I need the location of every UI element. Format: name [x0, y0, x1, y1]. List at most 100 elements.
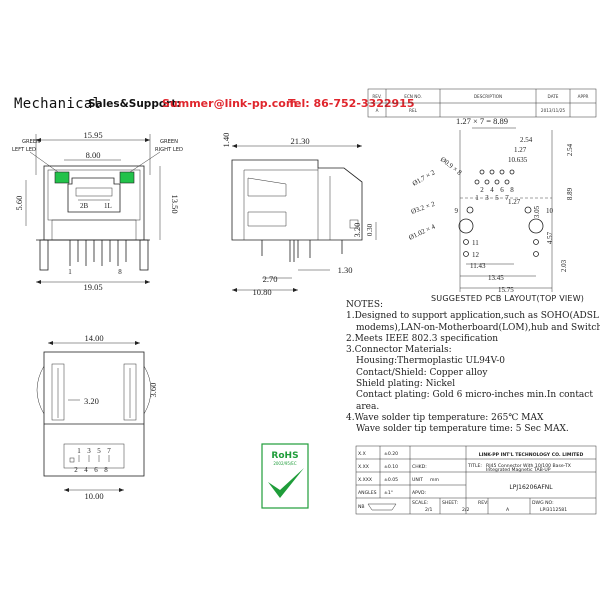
sheet-value: 2/2 [462, 507, 469, 513]
tol3-label: X.XXX [358, 477, 372, 483]
note-3: 3.Connector Materials: [346, 345, 452, 356]
front-dim-height-right: 13.50 [170, 194, 180, 213]
bottom-dim-width: 14.00 [84, 333, 103, 343]
side-dim-top: 1.40 [221, 133, 231, 148]
pcb-pin-12: 12 [472, 251, 480, 259]
pcb-pin-3: 3 [485, 194, 489, 202]
header-email[interactable]: Summer@link-pp.com [162, 97, 298, 110]
header-sales-label: Sales&Support: [88, 98, 181, 110]
title-block: X.X ±0.20 X.XX ±0.10 X.XXX ±0.05 ANGLES … [355, 445, 597, 515]
rev-col-ecn: ECN NO. [404, 94, 422, 99]
rev-col-rev: REV. [372, 94, 381, 99]
pcb-pin-6: 6 [500, 186, 504, 194]
tol3-value: ±0.05 [384, 477, 398, 483]
bottom-dim-3-20: 3.20 [84, 396, 99, 406]
note-3-shield: Shield plating: Nickel [356, 379, 456, 390]
pcb-hole-3-2: Ø3.2 × 2 [410, 200, 436, 216]
revision-table: REV. ECN NO. DESCRIPTION DATE APPR A REL… [367, 88, 597, 118]
left-led-label-2: LEFT LED [12, 147, 36, 153]
dwg-value: LPI3112581 [540, 507, 567, 513]
pcb-pin-4: 4 [490, 186, 494, 194]
side-dim-10-80: 10.80 [252, 287, 271, 297]
bottom-dim-3-60: 3.60 [148, 383, 158, 398]
pcb-pin-1: 1 [475, 194, 479, 202]
bottom-pin-2: 2 [74, 466, 78, 474]
pcb-dim-1-27a: 1.27 [514, 146, 527, 154]
side-dim-length: 21.30 [290, 136, 309, 146]
rev-col-appr: APPR [578, 94, 589, 99]
front-dim-height-left: 5.60 [14, 196, 24, 211]
pcb-dim-pitch: 1.27 × 7 = 8.89 [456, 116, 508, 126]
pcb-dim-2-54a: 2.54 [520, 136, 533, 144]
rev-col-desc: DESCRIPTION [474, 94, 502, 99]
rohs-sub: 2002/95/EC [273, 461, 296, 466]
pcb-mount-hole-left [458, 218, 474, 234]
header-phone: Tel: 86-752-3322915 [288, 97, 415, 110]
front-pin-label-1l: 1L [104, 202, 112, 210]
bottom-pin-1: 1 [77, 447, 81, 455]
scale-value: 2/1 [425, 507, 432, 513]
bottom-pin-7: 7 [107, 447, 111, 455]
pcb-dim-10-635: 10.635 [508, 156, 528, 164]
pcb-caption: SUGGESTED PCB LAYOUT(TOP VIEW) [431, 294, 584, 303]
unit-label: UNIT [412, 477, 423, 483]
signature: NB [358, 504, 365, 510]
bottom-pin-4: 4 [84, 466, 88, 474]
rohs-logo: RoHS 2002/95/EC [261, 443, 309, 509]
pcb-dim-13-45: 13.45 [488, 274, 504, 282]
bottom-dim-10-00: 10.00 [84, 491, 103, 501]
title-label: TITLE: [467, 463, 482, 469]
notes-block: NOTES: 1.Designed to support application… [346, 300, 600, 436]
left-led-label-1: GREEN [22, 139, 40, 145]
note-3-housing: Housing:Thermoplastic UL94V-0 [356, 356, 506, 367]
bottom-pin-6: 6 [94, 466, 98, 474]
note-2: 2.Meets IEEE 802.3 specification [346, 333, 499, 344]
tol1-value: ±0.20 [384, 451, 398, 457]
projection-symbol-icon [367, 503, 397, 511]
pcb-pin-2: 2 [480, 186, 484, 194]
rev-val-ecn: REL [409, 108, 418, 113]
front-pin-1: 1 [68, 268, 72, 276]
front-dim-led-spacing: 8.00 [86, 150, 101, 160]
company-name: LINK-PP INT'L TECHNOLOGY CO. LIMITED [479, 452, 584, 458]
pcb-dim-2-54b: 2.54 [566, 143, 574, 156]
note-4: 4.Wave solder tip temperature: 265℃ MAX [346, 412, 544, 423]
side-dim-small: 0.30 [366, 223, 374, 236]
angles-value: ±1° [384, 490, 393, 496]
right-led-window [119, 171, 135, 184]
note-3-contact: Contact/Shield: Copper alloy [356, 367, 488, 378]
unit-value: mm [430, 478, 439, 483]
pcb-dim-8-89: 8.89 [566, 187, 574, 200]
pcb-dim-11-43: 11.43 [470, 262, 486, 270]
pcb-dim-1-27b: 1.27 [508, 198, 521, 206]
note-3-plating: Contact plating: Gold 6 micro-inches min… [356, 390, 593, 401]
pcb-hole-1-7: Ø1.7 × 2 [411, 168, 437, 188]
rev-label: REV: [478, 500, 489, 506]
side-dim-1-30: 1.30 [338, 265, 353, 275]
pcb-led-hole-9 [466, 206, 474, 214]
rohs-label: RoHS [271, 451, 298, 461]
pcb-led-hole-10 [524, 206, 532, 214]
notes-title: NOTES: [346, 300, 384, 310]
chkd-label: CHKD: [412, 464, 427, 470]
pcb-hole-row-top [474, 169, 515, 185]
pcb-dim-4-57: 4.57 [546, 231, 554, 244]
pcb-dim-3-05: 3.05 [533, 205, 541, 218]
pcb-pin-11: 11 [472, 239, 479, 247]
front-pin-8: 8 [118, 268, 122, 276]
title-line-2: Integrated Magnetic TAB-UP [486, 467, 551, 473]
front-pin-label-2b: 2B [80, 202, 89, 210]
right-led-label-1: GREEN [160, 139, 178, 145]
tol2-value: ±0.10 [384, 464, 398, 470]
left-led-window [54, 171, 70, 184]
note-4-time: Wave solder tip temperature time: 5 Sec … [356, 424, 569, 435]
tol1-label: X.X [358, 451, 366, 457]
bottom-pin-5: 5 [97, 447, 101, 455]
rev-col-date: DATE [548, 94, 559, 99]
pcb-pin-5: 5 [495, 194, 499, 202]
checkmark-icon [268, 468, 304, 498]
side-dim-2-70: 2.70 [263, 274, 278, 284]
scale-label: SCALE: [412, 500, 429, 506]
